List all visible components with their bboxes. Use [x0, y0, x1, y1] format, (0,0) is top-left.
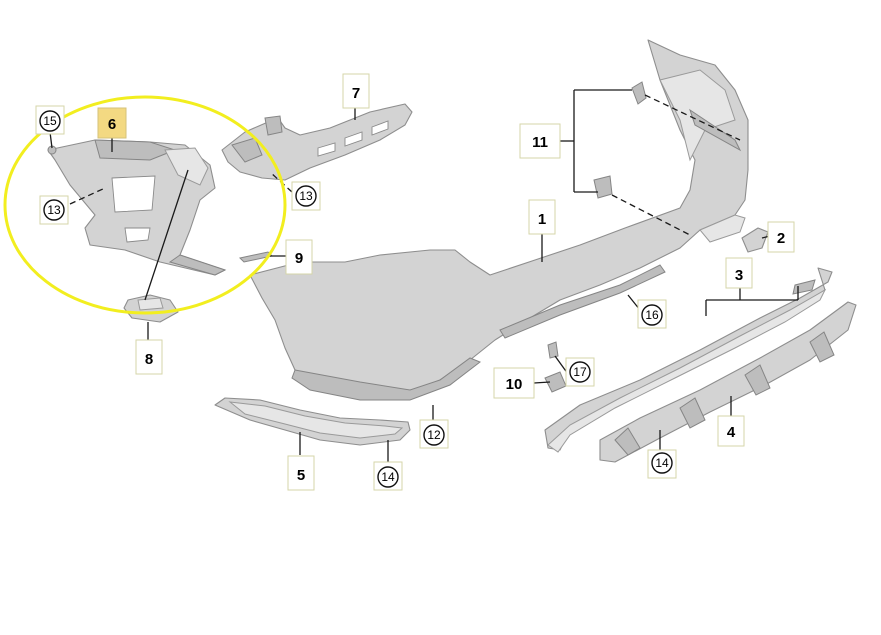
label-8[interactable]: 8 [135, 339, 163, 375]
part-2-trim[interactable] [741, 227, 769, 253]
svg-text:7: 7 [352, 85, 360, 102]
svg-text:14: 14 [381, 470, 395, 484]
svg-text:17: 17 [573, 365, 587, 379]
label-9[interactable]: 9 [285, 239, 313, 275]
part-7-side-bracket[interactable] [221, 103, 413, 181]
label-15[interactable]: 15 [35, 105, 65, 135]
label-11[interactable]: 11 [519, 123, 561, 159]
svg-text:9: 9 [295, 250, 303, 267]
part-17-clip[interactable] [547, 341, 559, 359]
label-3[interactable]: 3 [725, 257, 753, 289]
svg-text:12: 12 [427, 428, 441, 442]
leader-lines [49, 89, 799, 462]
label-14-left[interactable]: 14 [373, 461, 403, 491]
svg-text:5: 5 [297, 467, 305, 484]
label-12[interactable]: 12 [419, 419, 449, 449]
svg-text:8: 8 [145, 351, 153, 368]
label-17[interactable]: 17 [565, 357, 595, 387]
label-10[interactable]: 10 [493, 367, 535, 399]
label-14-right[interactable]: 14 [647, 449, 677, 479]
label-13-right[interactable]: 13 [291, 181, 321, 211]
svg-text:11: 11 [532, 134, 548, 151]
label-1[interactable]: 1 [528, 199, 556, 235]
label-16[interactable]: 16 [637, 299, 667, 329]
label-13-left[interactable]: 13 [39, 195, 69, 225]
svg-text:15: 15 [43, 114, 57, 128]
part-4-diffuser[interactable] [599, 301, 857, 463]
svg-text:13: 13 [299, 189, 313, 203]
svg-text:6: 6 [108, 116, 116, 133]
label-5[interactable]: 5 [287, 455, 315, 491]
svg-text:4: 4 [727, 424, 736, 441]
svg-text:2: 2 [777, 230, 785, 247]
svg-text:3: 3 [735, 267, 743, 284]
svg-text:1: 1 [538, 211, 546, 228]
label-6[interactable]: 6 [97, 107, 127, 139]
part-1-bumper-trim[interactable] [249, 39, 749, 401]
label-4[interactable]: 4 [717, 415, 745, 447]
part-6-bracket[interactable] [47, 139, 227, 276]
part-5-trim-strip[interactable] [214, 397, 411, 446]
label-2[interactable]: 2 [767, 221, 795, 253]
svg-text:10: 10 [506, 376, 523, 393]
part-8-clip[interactable] [123, 294, 179, 323]
svg-text:14: 14 [655, 456, 669, 470]
svg-text:13: 13 [47, 203, 61, 217]
part-3-diffuser-strip[interactable] [544, 267, 833, 453]
part-11-brackets[interactable] [593, 81, 647, 199]
svg-text:16: 16 [645, 308, 659, 322]
highlight-ellipse [3, 95, 287, 315]
label-7[interactable]: 7 [342, 73, 370, 109]
